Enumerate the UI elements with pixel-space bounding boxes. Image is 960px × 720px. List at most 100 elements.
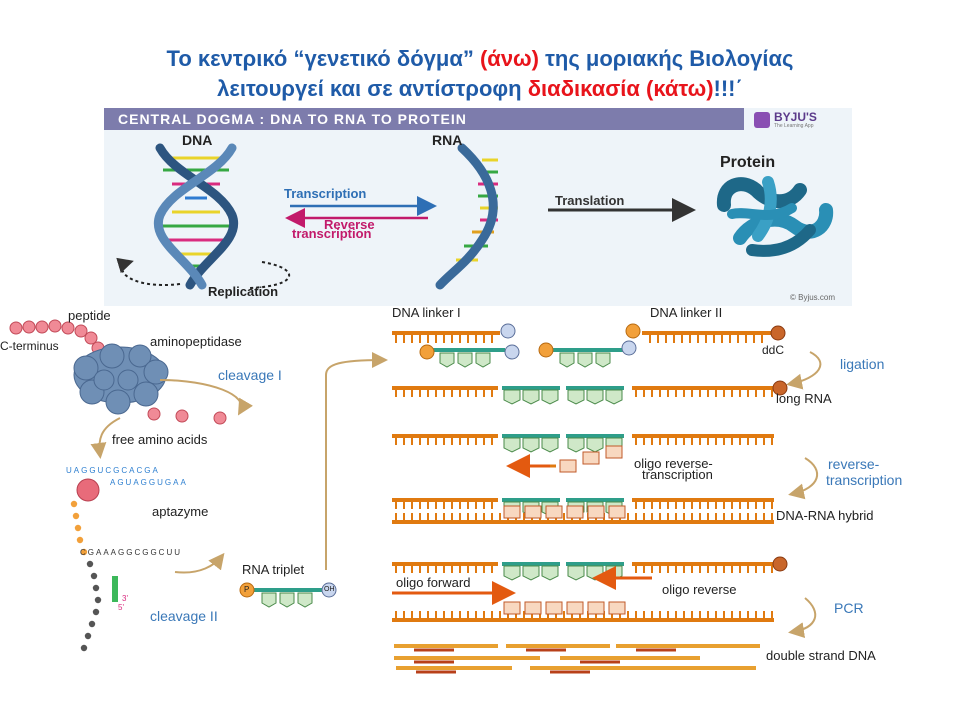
slide-title: Το κεντρικό “γενετικό δόγμα” (άνω) της μ… — [0, 44, 960, 104]
free-amino-acids — [147, 407, 227, 425]
hybrid-base — [587, 505, 605, 519]
aptazyme-nucleotide — [76, 536, 84, 544]
row3-ddc-cap — [772, 556, 788, 572]
dna-label: DNA — [182, 132, 213, 148]
aptazyme-green-segment — [112, 576, 118, 602]
byjus-logo: BYJU'S The Learning App — [752, 110, 852, 130]
dna-linker-2 — [625, 323, 786, 343]
triplet-2 — [538, 340, 637, 368]
peptide-label: peptide — [68, 308, 111, 323]
translation-label: Translation — [555, 193, 625, 208]
dna-linker-1 — [392, 323, 516, 343]
amino-arrow — [90, 417, 121, 459]
c-terminus-label: C-terminus — [0, 339, 59, 353]
central-dogma-banner: CENTRAL DOGMA : DNA TO RNA TO PROTEIN — [104, 108, 744, 130]
rt-base-2 — [605, 445, 623, 459]
row1-codon2-base — [567, 437, 585, 453]
rt-label-1: reverse- — [828, 456, 880, 472]
ddc-label: ddC — [762, 343, 785, 357]
dna-rna-hybrid-label: DNA-RNA hybrid — [776, 508, 874, 523]
row1-codon1-base — [541, 437, 559, 453]
rna-strand — [435, 143, 498, 290]
row0-codon1-base — [503, 389, 521, 405]
hybrid-base — [566, 505, 584, 519]
hybrid-base — [608, 505, 626, 519]
oligo-forward-label: oligo forward — [396, 575, 471, 590]
dna-linker-2-label: DNA linker II — [650, 305, 723, 320]
aptazyme-nucleotide — [90, 572, 98, 580]
transcription-label: Transcription — [284, 186, 367, 201]
double-strand-dna-label: double strand DNA — [766, 648, 876, 663]
reverse-transcription-label-2: transcription — [292, 226, 372, 241]
rt-arrow — [788, 457, 819, 500]
row1-codon2-base — [586, 437, 604, 453]
oligo-reverse-label: oligo reverse — [662, 582, 737, 597]
cleavage1-label: cleavage I — [218, 367, 282, 383]
credit-label: © Byjus.com — [790, 293, 836, 302]
aptazyme-nucleotide — [72, 512, 80, 520]
triplet-p-label: P — [244, 585, 250, 594]
row0-ddc-cap — [772, 380, 788, 396]
aptazyme-nucleotide — [92, 608, 100, 616]
row3-codon2-base — [567, 565, 585, 581]
hybrid-base — [503, 505, 521, 519]
aptazyme-seq-mid: AGUAGGUGAA — [110, 478, 188, 487]
row0-codon2-base — [586, 389, 604, 405]
aptazyme-nucleotide — [80, 548, 88, 556]
aptazyme-seq-top: UAGGUCGCACGA — [66, 466, 160, 475]
pcr-base — [524, 601, 542, 615]
row0-codon2-base — [605, 389, 623, 405]
aptazyme-nucleotide — [70, 500, 78, 508]
aptazyme-nucleotide — [86, 560, 94, 568]
replication-label: Replication — [208, 284, 279, 299]
oligo-rt-label-2: transcription — [642, 467, 713, 482]
pcr-arrow — [788, 597, 817, 639]
rt-base-1 — [582, 451, 600, 465]
row1-codon1-base — [503, 437, 521, 453]
replication-right-arrow — [249, 261, 291, 289]
aptazyme-nucleotide — [88, 620, 96, 628]
oligo-rt-label-1: oligo reverse- — [634, 456, 713, 471]
free-amino-acids-label: free amino acids — [112, 432, 208, 447]
dna-helix — [153, 143, 239, 290]
triplet-to-ligation-arrow — [325, 352, 388, 570]
aptazyme-nucleotide — [84, 632, 92, 640]
row0-codon1-base — [541, 389, 559, 405]
hybrid-base — [545, 505, 563, 519]
protein-shape — [716, 176, 834, 257]
aptazyme-nucleotide — [92, 584, 100, 592]
rna-triplet — [239, 582, 337, 608]
rt-label-2: transcription — [826, 472, 903, 488]
cleavage1-arrow — [159, 379, 253, 416]
row0-codon1-base — [522, 389, 540, 405]
ligation-arrow — [786, 351, 822, 390]
title-line-1: Το κεντρικό “γενετικό δόγμα” (άνω) της μ… — [166, 46, 794, 71]
pcr-base — [608, 601, 626, 615]
pcr-base — [503, 601, 521, 615]
aptazyme-bead — [76, 478, 100, 502]
rna-label: RNA — [432, 132, 463, 148]
row3-codon1-base — [522, 565, 540, 581]
row0-codon2-base — [567, 389, 585, 405]
ligation-label: ligation — [840, 356, 885, 372]
long-rna-label: long RNA — [776, 391, 832, 406]
triplet-oh-label: OH — [324, 586, 335, 593]
row3-codon1-base — [541, 565, 559, 581]
replication-left-arrow — [116, 257, 181, 286]
pcr-label: PCR — [834, 600, 864, 616]
aptazyme-nucleotide — [80, 644, 88, 652]
aptazyme-seq-low: CGAAAGGCGGCUU — [80, 548, 183, 557]
rna-triplet-label: RNA triplet — [242, 562, 305, 577]
pcr-base — [566, 601, 584, 615]
cleavage2-label: cleavage II — [150, 608, 218, 624]
protein-label: Protein — [720, 154, 776, 171]
byjus-logo-mark — [754, 112, 770, 128]
dna-linker-1-label: DNA linker I — [392, 305, 461, 320]
pcr-base — [545, 601, 563, 615]
triplet-1 — [419, 344, 520, 368]
hybrid-base — [524, 505, 542, 519]
rt-base-0 — [559, 459, 577, 473]
cleavage2-arrow — [174, 552, 225, 574]
aptazyme-nucleotide — [74, 524, 82, 532]
